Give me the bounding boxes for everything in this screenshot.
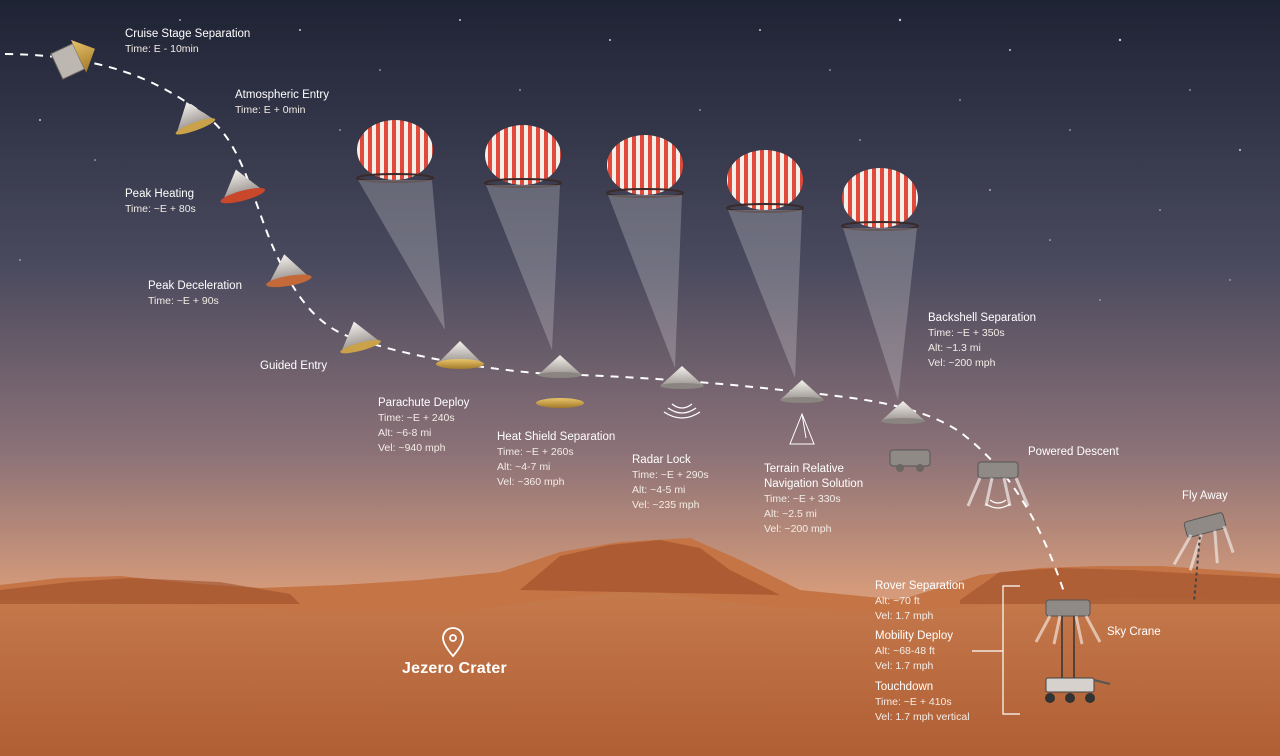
stage-detail: Time: ~E + 350s bbox=[928, 327, 1005, 339]
cruise-stage bbox=[50, 39, 95, 80]
stage-title: Cruise Stage Separation bbox=[125, 28, 251, 40]
touchdown-bracket bbox=[972, 585, 1020, 715]
label-entry: Atmospheric Entry Time: E + 0min bbox=[235, 88, 329, 118]
capsule-guided bbox=[340, 321, 381, 354]
stage-detail: Alt: ~68-48 ft bbox=[875, 645, 935, 657]
stage-detail: Vel: ~200 mph bbox=[928, 357, 996, 369]
label-trn: Terrain Relative Navigation Solution Tim… bbox=[764, 462, 863, 537]
label-parachute: Parachute Deploy Time: ~E + 240s Alt: ~6… bbox=[378, 396, 469, 456]
stage-title: Rover Separation bbox=[875, 580, 965, 592]
stage-detail: Alt: ~70 ft bbox=[875, 595, 920, 607]
ground-plain bbox=[0, 590, 1280, 756]
stage-title: Peak Heating bbox=[125, 188, 195, 200]
stage-title: Radar Lock bbox=[632, 454, 691, 466]
label-powered: Powered Descent bbox=[1028, 445, 1119, 460]
stage-detail: Vel: ~360 mph bbox=[497, 476, 565, 488]
stage-title: Atmospheric Entry bbox=[235, 89, 329, 101]
parachute-3 bbox=[606, 135, 684, 368]
stage-detail: Time: ~E + 240s bbox=[378, 412, 455, 424]
label-deceleration: Peak Deceleration Time: ~E + 90s bbox=[148, 279, 242, 309]
stage-detail: Time: ~E + 330s bbox=[764, 493, 841, 505]
capsule-entry bbox=[175, 101, 216, 135]
stage-title: Touchdown bbox=[875, 681, 934, 693]
capsule-backshell bbox=[881, 401, 925, 424]
capsule-trn bbox=[780, 380, 824, 445]
stage-detail: Alt: ~4-5 mi bbox=[632, 484, 686, 496]
stage-title: Heat Shield Separation bbox=[497, 431, 616, 443]
trajectory-path bbox=[4, 53, 1066, 596]
stage-detail: Time: E + 0min bbox=[235, 104, 306, 116]
stage-title: Backshell Separation bbox=[928, 312, 1037, 324]
label-roversep: Rover Separation Alt: ~70 ft Vel: 1.7 mp… bbox=[875, 579, 965, 624]
stage-title: Sky Crane bbox=[1107, 626, 1161, 638]
stage-detail: Vel: ~200 mph bbox=[764, 523, 832, 535]
stage-title: Peak Deceleration bbox=[148, 280, 242, 292]
stage-detail: Alt: ~4-7 mi bbox=[497, 461, 551, 473]
left-hills bbox=[0, 578, 300, 604]
stage-detail: Time: ~E + 260s bbox=[497, 446, 574, 458]
label-guided: Guided Entry bbox=[260, 359, 327, 374]
capsule-heating bbox=[220, 169, 266, 204]
stage-title: Parachute Deploy bbox=[378, 397, 470, 409]
parachute-5 bbox=[841, 168, 919, 400]
stage-title: Powered Descent bbox=[1028, 446, 1119, 458]
camera-cone-icon bbox=[789, 412, 815, 445]
stage-detail: Time: ~E + 410s bbox=[875, 696, 952, 708]
flyaway-stage bbox=[1172, 512, 1235, 601]
powered-descent-stage bbox=[966, 461, 1030, 509]
stage-detail: Time: ~E + 90s bbox=[148, 295, 219, 307]
mesa bbox=[520, 540, 780, 595]
label-mobility: Mobility Deploy Alt: ~68-48 ft Vel: 1.7 … bbox=[875, 629, 953, 674]
stage-title: Mobility Deploy bbox=[875, 630, 953, 642]
stage-detail: Time: ~E + 290s bbox=[632, 469, 709, 481]
descent-stage-backshell bbox=[889, 449, 931, 472]
stage-title: Fly Away bbox=[1182, 490, 1228, 502]
label-heating: Peak Heating Time: ~E + 80s bbox=[125, 187, 196, 217]
capsules bbox=[50, 39, 1235, 703]
label-heatshield: Heat Shield Separation Time: ~E + 260s A… bbox=[497, 430, 615, 490]
stage-detail: Alt: ~2.5 mi bbox=[764, 508, 817, 520]
label-touchdown: Touchdown Time: ~E + 410s Vel: 1.7 mph v… bbox=[875, 680, 970, 725]
stage-detail: Vel: ~940 mph bbox=[378, 442, 446, 454]
label-backshell: Backshell Separation Time: ~E + 350s Alt… bbox=[928, 311, 1036, 371]
parachute-1 bbox=[356, 120, 445, 330]
heat-shield bbox=[536, 398, 584, 408]
right-hills bbox=[960, 568, 1280, 604]
label-skycrane: Sky Crane bbox=[1107, 625, 1161, 640]
stage-detail: Alt: ~6-8 mi bbox=[378, 427, 432, 439]
label-flyaway: Fly Away bbox=[1182, 489, 1228, 504]
stage-title: Guided Entry bbox=[260, 360, 328, 372]
stage-detail: Vel: 1.7 mph vertical bbox=[875, 711, 970, 723]
radar-waves-icon bbox=[663, 403, 701, 419]
parachutes bbox=[356, 120, 919, 400]
location-label: Jezero Crater bbox=[402, 660, 507, 677]
stage-detail: Alt: ~1.3 mi bbox=[928, 342, 981, 354]
stage-detail: Vel: ~235 mph bbox=[632, 499, 700, 511]
parachute-2 bbox=[484, 125, 562, 350]
stage-title: Terrain Relative Navigation Solution bbox=[764, 463, 864, 490]
stage-detail: Time: E - 10min bbox=[125, 43, 199, 55]
stage-detail: Time: ~E + 80s bbox=[125, 203, 196, 215]
capsule-deceleration bbox=[266, 254, 312, 288]
capsule-heatshield bbox=[536, 355, 584, 408]
stage-detail: Vel: 1.7 mph bbox=[875, 660, 934, 672]
sky-crane bbox=[1034, 599, 1102, 678]
parachute-4 bbox=[726, 150, 804, 378]
capsule-parachute bbox=[436, 341, 484, 369]
stage-detail: Vel: 1.7 mph bbox=[875, 610, 934, 622]
label-radar: Radar Lock Time: ~E + 290s Alt: ~4-5 mi … bbox=[632, 453, 709, 513]
label-cruise: Cruise Stage Separation Time: E - 10min bbox=[125, 27, 250, 57]
rover bbox=[1045, 677, 1111, 703]
capsule-radar bbox=[660, 366, 704, 419]
map-pin-icon bbox=[442, 627, 464, 658]
